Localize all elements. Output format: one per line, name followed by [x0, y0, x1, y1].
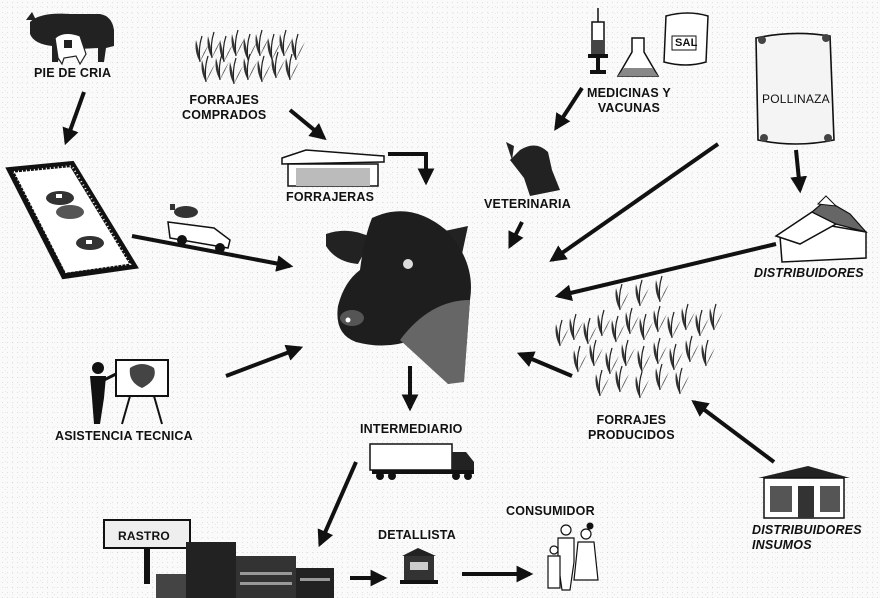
flow-arrows: [62, 86, 808, 587]
corn-field-icon: [194, 29, 306, 85]
barn-icon: [281, 149, 385, 187]
veterinarian-icon: [506, 142, 560, 196]
label-distribuidores-insumos-line2: INSUMOS: [752, 538, 812, 552]
label-consumidor: CONSUMIDOR: [506, 504, 595, 518]
label-medicinas-line1: MEDICINAS Y: [587, 86, 671, 100]
label-pie-de-cria: PIE DE CRIA: [34, 66, 112, 80]
label-distribuidores-insumos: DISTRIBUIDORES INSUMOS: [752, 523, 862, 553]
arrow-veterinaria-to-cow: [508, 221, 524, 250]
flask-icon: [616, 37, 660, 77]
label-asistencia-tecnica: ASISTENCIA TECNICA: [55, 429, 193, 443]
label-forrajes-comprados-line2: COMPRADOS: [182, 108, 267, 122]
label-forrajeras: FORRAJERAS: [286, 190, 375, 204]
label-pollinaza: POLLINAZA: [762, 92, 830, 106]
label-medicinas-vacunas: MEDICINAS Y VACUNAS: [587, 86, 671, 116]
arrow-pollinaza-to-cow: [549, 142, 720, 262]
label-distribuidores-insumos-line1: DISTRIBUIDORES: [752, 523, 862, 537]
arrow-forrajes-comprados-to-forrajeras: [288, 108, 327, 141]
corn-field-icon: [554, 275, 724, 399]
label-forrajes-comprados-line1: FORRAJES: [189, 93, 260, 107]
slaughterhouse-icon: [103, 519, 334, 598]
semi-truck-icon: [369, 443, 474, 480]
syringe-icon: [588, 8, 608, 74]
label-forrajes-producidos-line1: FORRAJES: [596, 413, 667, 427]
presenter-icon: [90, 359, 169, 425]
label-rastro: RASTRO: [118, 529, 170, 543]
label-veterinaria: VETERINARIA: [484, 197, 571, 211]
family-icon: [547, 522, 599, 591]
label-detallista: DETALLISTA: [378, 528, 456, 542]
arrow-medicinas-to-veterinaria: [554, 86, 584, 131]
salt-bag-icon: [663, 12, 709, 66]
pollinaza-bag-icon: [755, 32, 835, 145]
arrow-distribuidores-to-cow: [554, 242, 777, 302]
label-forrajes-comprados: FORRAJES COMPRADOS: [182, 93, 266, 123]
arrow-intermediario-to-rastro: [317, 461, 358, 548]
arrow-pollinaza-to-distribuidores: [790, 149, 808, 194]
label-forrajes-producidos-line2: PRODUCIDOS: [588, 428, 675, 442]
arrow-corral-to-cow: [131, 234, 294, 272]
shop-icon: [400, 548, 438, 584]
corral-icon: [5, 160, 139, 280]
arrow-forrajeras-to-cow: [388, 152, 435, 186]
arrow-asistencia-to-cow: [225, 344, 304, 378]
arrow-forrajes-producidos-to-cow: [516, 351, 573, 378]
arrow-insumos-to-forrajes-producidos: [691, 399, 776, 464]
distributor-house-icon: [774, 195, 868, 263]
label-forrajes-producidos: FORRAJES PRODUCIDOS: [588, 413, 675, 443]
label-intermediario: INTERMEDIARIO: [360, 422, 463, 436]
cattle-icon: [26, 12, 114, 66]
cow-head-icon: [326, 211, 471, 384]
arrow-pie-de-cria-to-corral: [62, 91, 86, 146]
label-distribuidores: DISTRIBUIDORES: [754, 266, 864, 280]
label-sal: SAL: [675, 37, 698, 49]
label-medicinas-line2: VACUNAS: [597, 101, 661, 115]
store-icon: [758, 466, 850, 519]
